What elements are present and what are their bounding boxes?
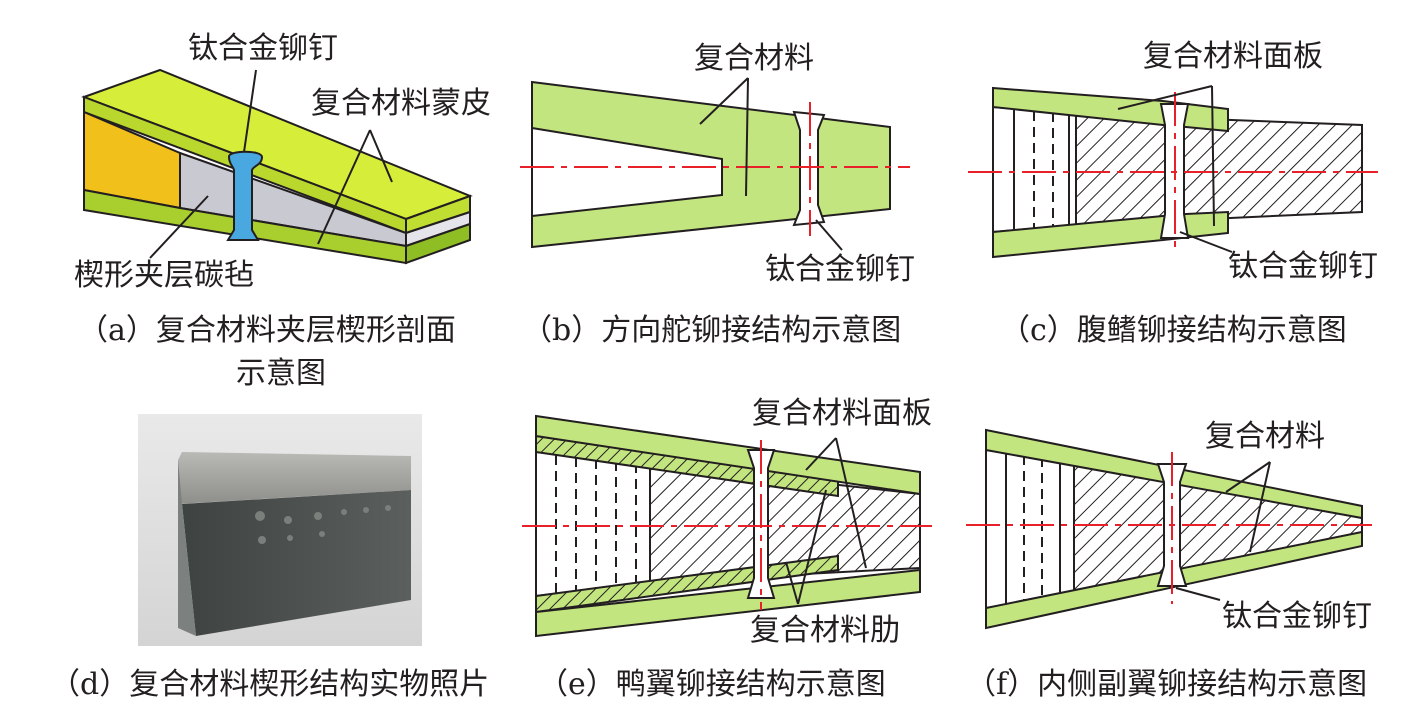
- panel-c-diagram: 复合材料面板 钛合金铆钉: [968, 39, 1378, 284]
- leader-b-composite2: [745, 77, 749, 197]
- leader-skin-a2: [317, 129, 371, 245]
- leader-e-panel2: [835, 437, 867, 569]
- label-rivet-b: 钛合金铆钉: [765, 252, 915, 287]
- caption-b: （b）方向舵铆接结构示意图: [522, 313, 901, 348]
- end-face-bottom: [405, 222, 471, 265]
- caption-a-line1: （a）复合材料夹层楔形剖面: [78, 313, 456, 348]
- label-rib-e: 复合材料肋: [750, 613, 900, 648]
- label-skin-a: 复合材料蒙皮: [311, 86, 491, 121]
- leader-e-rib2: [785, 561, 799, 605]
- label-panel-e: 复合材料面板: [752, 396, 932, 431]
- leader-b-composite1: [699, 77, 749, 125]
- core-c-hatched: [1075, 112, 1363, 227]
- label-rivet-f: 钛合金铆钉: [1222, 599, 1372, 634]
- panel-a-diagram: 钛合金铆钉 复合材料蒙皮 楔形夹层碳毡: [74, 31, 491, 293]
- core-f-lines: [1005, 453, 1061, 605]
- core-e-dashes: [555, 455, 637, 593]
- leader-b-rivet: [815, 219, 843, 251]
- caption-c: （c）腹鳍铆接结构示意图: [1000, 313, 1347, 348]
- caption-e: （e）鸭翼铆接结构示意图: [538, 667, 886, 702]
- caption-d: （d）复合材料楔形结构实物照片: [50, 667, 489, 702]
- leader-e-rib1: [797, 489, 827, 605]
- panel-b-diagram: 复合材料 钛合金铆钉: [520, 41, 915, 287]
- photo-side-face: [178, 460, 196, 636]
- leader-rivet-a: [243, 69, 257, 153]
- leader-f-rivet: [1175, 587, 1221, 601]
- leader-e-panel1: [805, 437, 837, 471]
- rivet-icon: [226, 150, 264, 241]
- caption-a-line2: 示意图: [236, 356, 326, 391]
- leader-f-composite1: [1225, 461, 1271, 493]
- label-rivet-c: 钛合金铆钉: [1228, 249, 1378, 284]
- rudder-cavity: [531, 126, 723, 218]
- leader-f-composite2: [1249, 461, 1271, 553]
- photo-composite-face: [182, 490, 411, 636]
- photo-holes: [255, 505, 391, 544]
- panel-e-top: [535, 414, 921, 496]
- leader-c-rivet: [1179, 231, 1233, 253]
- core-e-plain: [535, 450, 651, 598]
- panel-d-photo: [138, 414, 422, 646]
- leader-c-panel2: [1211, 85, 1215, 227]
- caption-f: （f）内侧副翼铆接结构示意图: [966, 667, 1367, 702]
- label-composite-f: 复合材料: [1205, 419, 1325, 454]
- panel-f-diagram: 复合材料 钛合金铆钉: [966, 419, 1372, 634]
- leader-c-panel1: [1117, 85, 1213, 110]
- panel-e-diagram: 复合材料面板 复合材料肋: [522, 396, 932, 648]
- photo-steel-top: [178, 452, 411, 504]
- label-rivet-a: 钛合金铆钉: [188, 31, 338, 66]
- label-composite-b: 复合材料: [694, 41, 814, 76]
- label-core-a: 楔形夹层碳毡: [74, 258, 254, 293]
- leader-skin-a1: [369, 129, 393, 183]
- label-panel-c: 复合材料面板: [1143, 39, 1323, 74]
- leader-core-a: [149, 195, 209, 259]
